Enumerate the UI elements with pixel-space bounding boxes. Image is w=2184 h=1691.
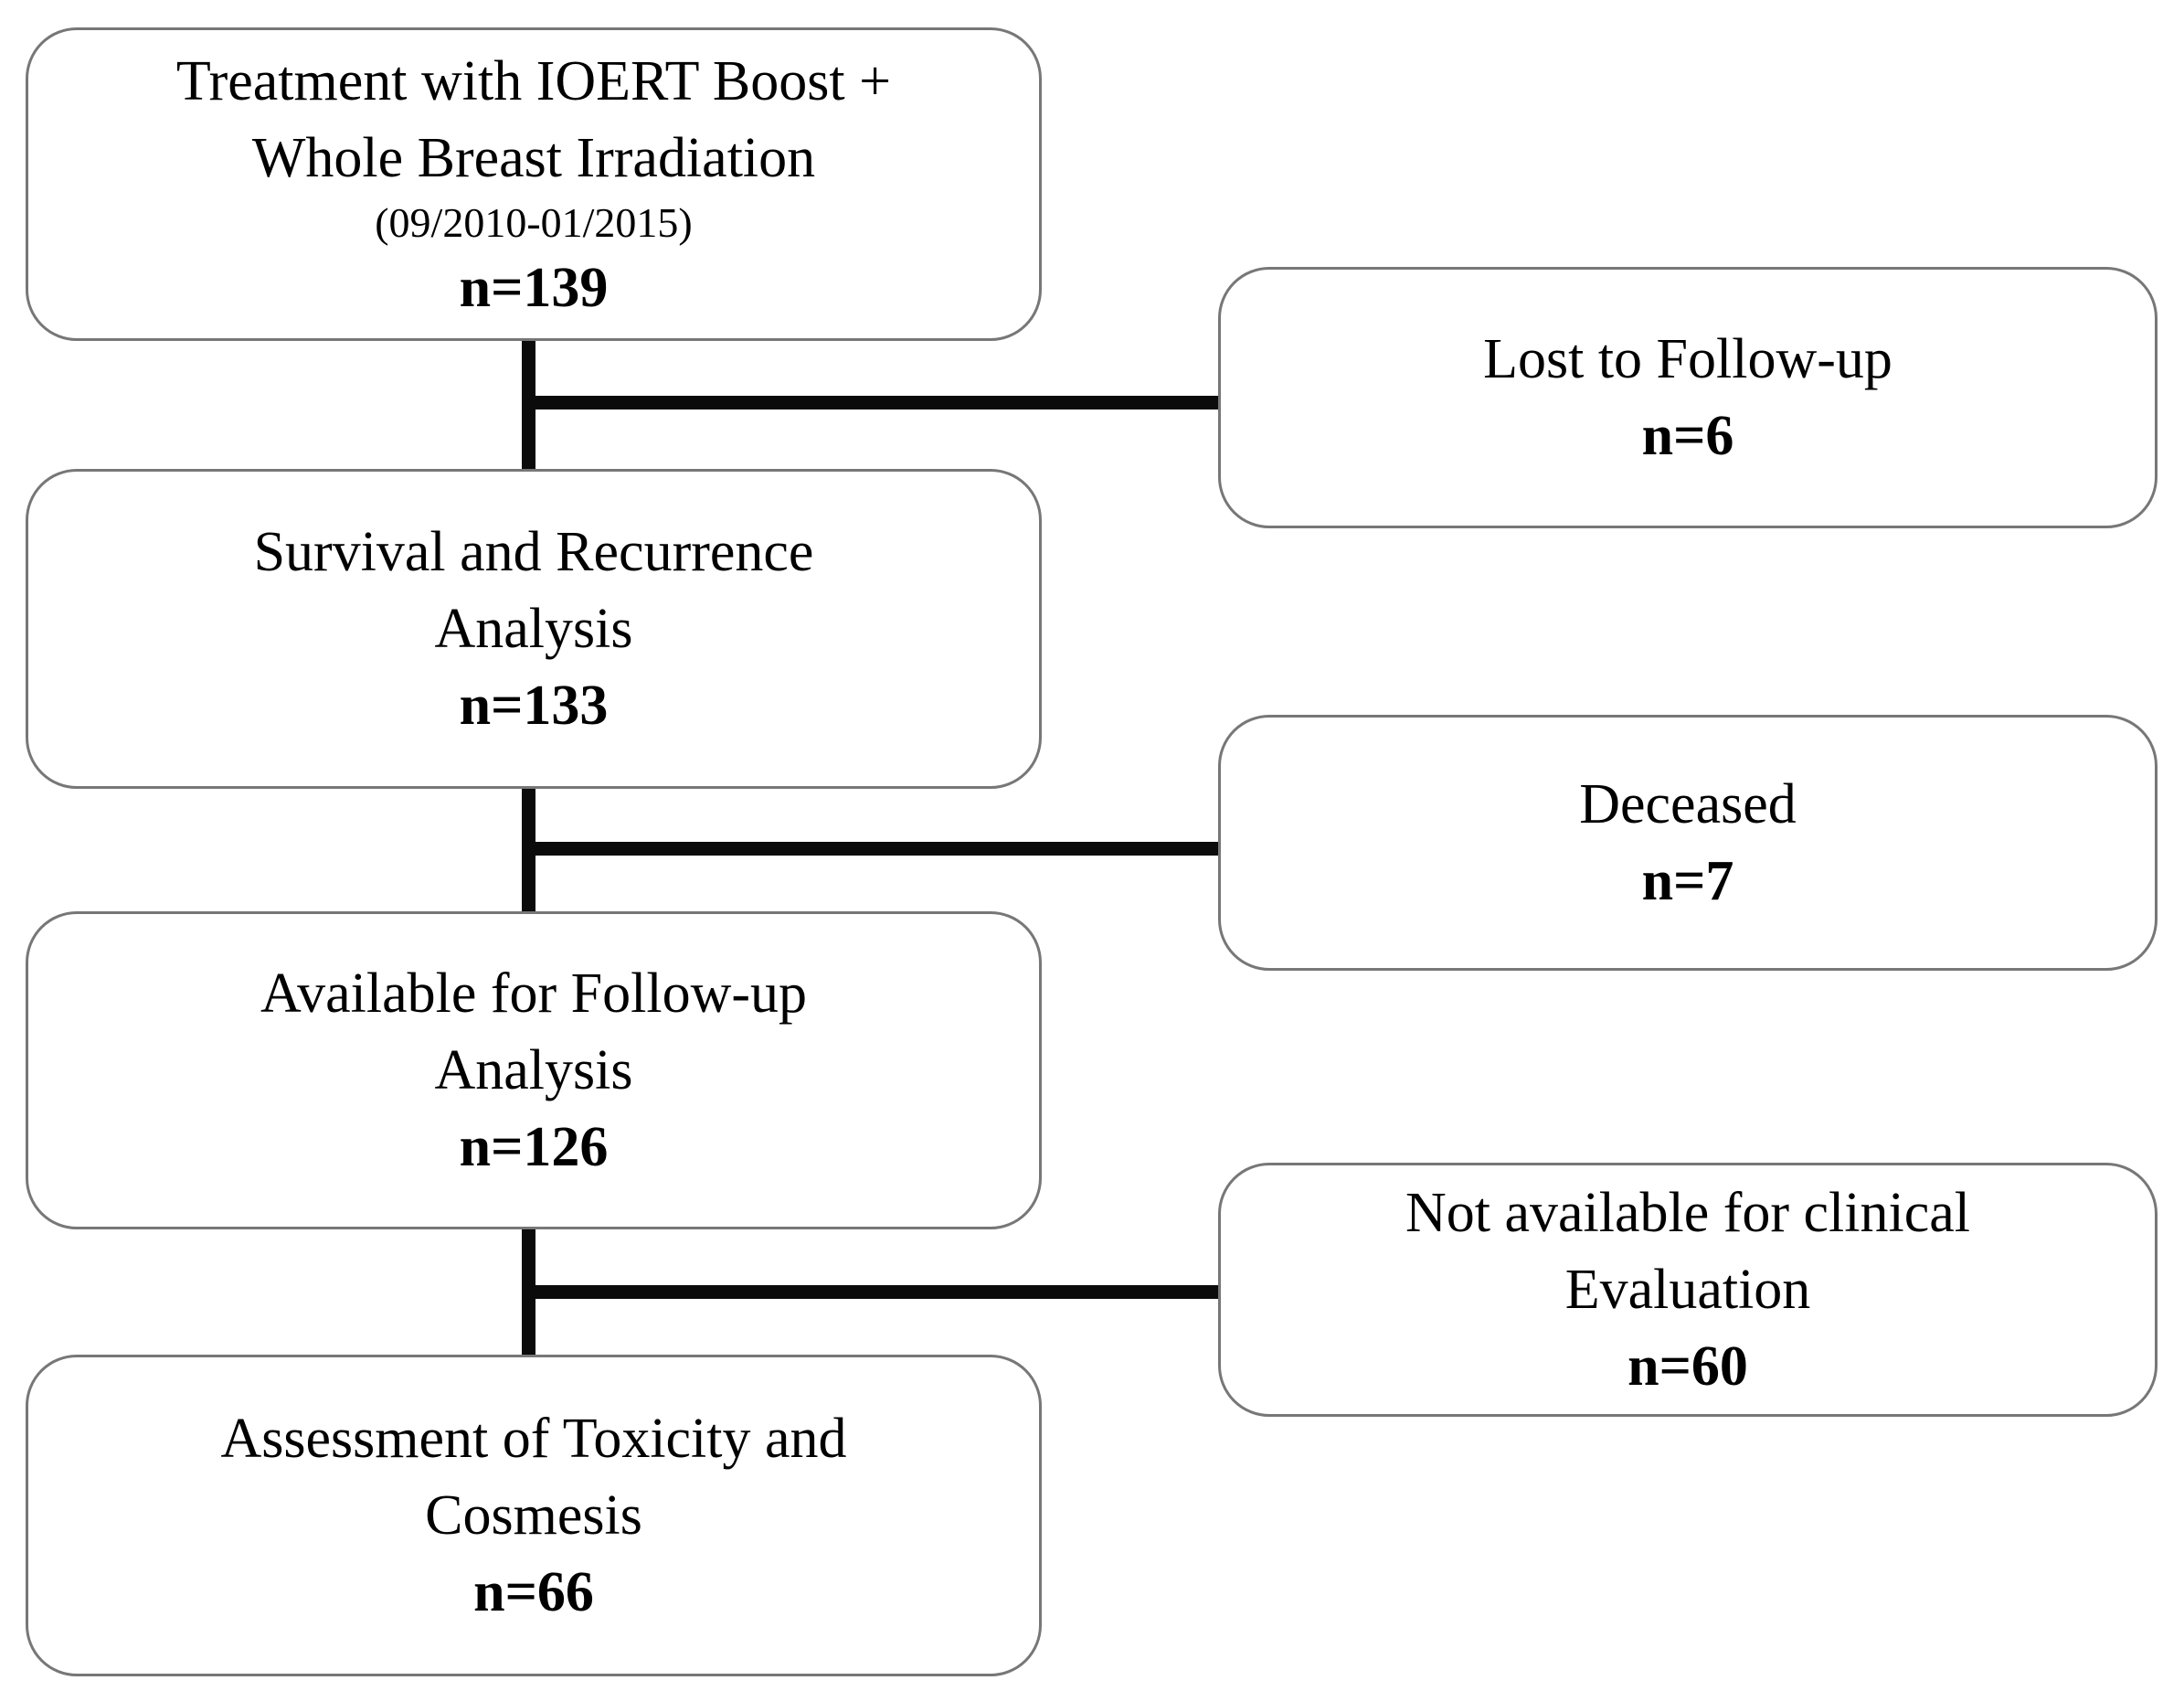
box-not-available-for-evaluation: Not available for clinical Evaluation n=…	[1218, 1163, 2157, 1417]
box-survival-analysis: Survival and Recurrence Analysis n=133	[26, 469, 1042, 789]
survival-line-2: Analysis	[434, 598, 633, 660]
treatment-line-2: Whole Breast Irradiation	[251, 126, 816, 189]
notavailable-count: n=60	[1627, 1335, 1748, 1398]
notavailable-line-2: Evaluation	[1564, 1259, 1811, 1321]
toxicity-line-2: Cosmesis	[425, 1484, 642, 1547]
treatment-count: n=139	[459, 256, 609, 319]
branch-to-deceased	[522, 842, 1221, 856]
followup-line-1: Available for Follow-up	[260, 962, 808, 1025]
treatment-period: (09/2010-01/2015)	[375, 198, 693, 246]
lost-count: n=6	[1641, 405, 1734, 467]
box-treatment: Treatment with IOERT Boost + Whole Breas…	[26, 27, 1042, 341]
toxicity-line-1: Assessment of Toxicity and	[220, 1408, 847, 1470]
box-deceased: Deceased n=7	[1218, 715, 2157, 971]
survival-count: n=133	[459, 675, 609, 737]
deceased-line-1: Deceased	[1579, 773, 1797, 835]
box-toxicity-cosmesis: Assessment of Toxicity and Cosmesis n=66	[26, 1355, 1042, 1676]
lost-line-1: Lost to Follow-up	[1483, 328, 1892, 390]
notavailable-line-1: Not available for clinical	[1405, 1182, 1970, 1244]
branch-to-not-available	[522, 1285, 1221, 1299]
branch-to-lost-to-followup	[522, 396, 1221, 409]
followup-line-2: Analysis	[434, 1039, 633, 1101]
box-lost-to-followup: Lost to Follow-up n=6	[1218, 267, 2157, 528]
box-followup-analysis: Available for Follow-up Analysis n=126	[26, 911, 1042, 1229]
treatment-line-1: Treatment with IOERT Boost +	[175, 49, 892, 112]
toxicity-count: n=66	[473, 1561, 594, 1623]
followup-count: n=126	[459, 1116, 609, 1178]
deceased-count: n=7	[1641, 850, 1734, 912]
survival-line-1: Survival and Recurrence	[253, 521, 814, 583]
